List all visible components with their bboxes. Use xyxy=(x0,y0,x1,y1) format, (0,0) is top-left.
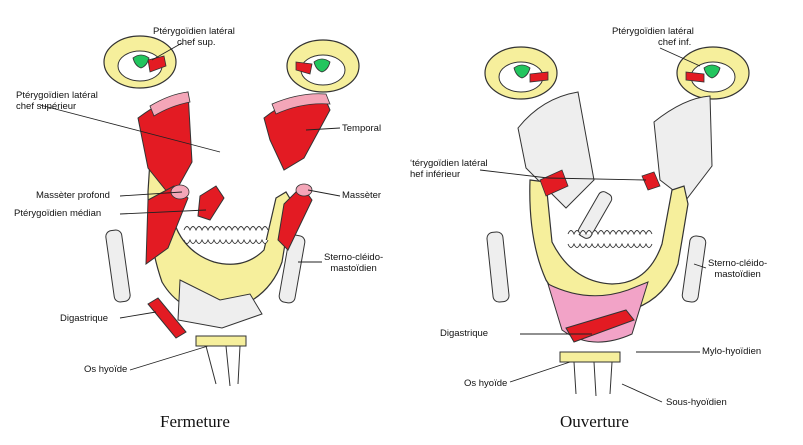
label-line: ʻtérygoïdien latéral xyxy=(410,158,488,169)
label-line: Sterno-cléido- xyxy=(324,252,384,263)
label-line: hef inférieur xyxy=(410,169,461,180)
label-ptery-lat-chef-superieur: Ptérygoïdien latéral chef supérieur xyxy=(16,90,98,112)
leader-lines xyxy=(39,42,707,403)
label-sous-hyoidien: Sous-hyoïdien xyxy=(666,397,727,408)
label-line: Ptérygoïdien latéral xyxy=(16,90,98,101)
label-pterygoidien-median: Ptérygoïdien médian xyxy=(14,208,102,219)
label-ptery-lat-chef-inferieur: ʻtérygoïdien latéral hef inférieur xyxy=(410,158,488,180)
label-line: chef sup. xyxy=(177,37,216,48)
label-digastrique-left: Digastrique xyxy=(60,313,109,324)
label-sterno-cleido-mastoidien-right: Sterno-cléido- mastoïdien xyxy=(708,258,767,280)
label-line: mastoïdien xyxy=(714,269,761,280)
caption-fermeture: Fermeture xyxy=(160,412,230,431)
label-sterno-cleido-mastoidien-left: Sterno-cléido- mastoïdien xyxy=(324,252,383,274)
label-line: Ptérygoïdien latéral xyxy=(612,26,694,37)
label-os-hyoide-left: Os hyoïde xyxy=(84,364,128,375)
label-ptery-lat-chef-inf-top: Ptérygoïdien latéral chef inf. xyxy=(612,26,694,48)
right-tmj-right xyxy=(676,46,750,100)
label-line: Ptérygoïdien latéral xyxy=(153,26,235,37)
left-tmj-right xyxy=(286,39,360,93)
label-os-hyoide-right: Os hyoïde xyxy=(464,378,508,389)
left-figure xyxy=(103,35,360,387)
label-line: chef inf. xyxy=(658,37,692,48)
label-line: mastoïdien xyxy=(330,263,377,274)
caption-ouverture: Ouverture xyxy=(560,412,629,431)
left-tmj-left xyxy=(103,35,177,89)
label-line: Sterno-cléido- xyxy=(708,258,768,269)
label-ptery-lat-chef-sup-top: Ptérygoïdien latéral chef sup. xyxy=(153,26,235,48)
label-masseter: Massèter xyxy=(342,190,382,201)
right-figure xyxy=(484,46,750,397)
label-line: chef supérieur xyxy=(16,101,77,112)
label-mylo-hyoidien: Mylo-hyoïdien xyxy=(702,346,762,357)
right-tmj-left xyxy=(484,46,558,100)
label-temporal: Temporal xyxy=(342,123,382,134)
label-digastrique-right: Digastrique xyxy=(440,328,489,339)
label-masseter-profond: Massèter profond xyxy=(36,190,110,201)
